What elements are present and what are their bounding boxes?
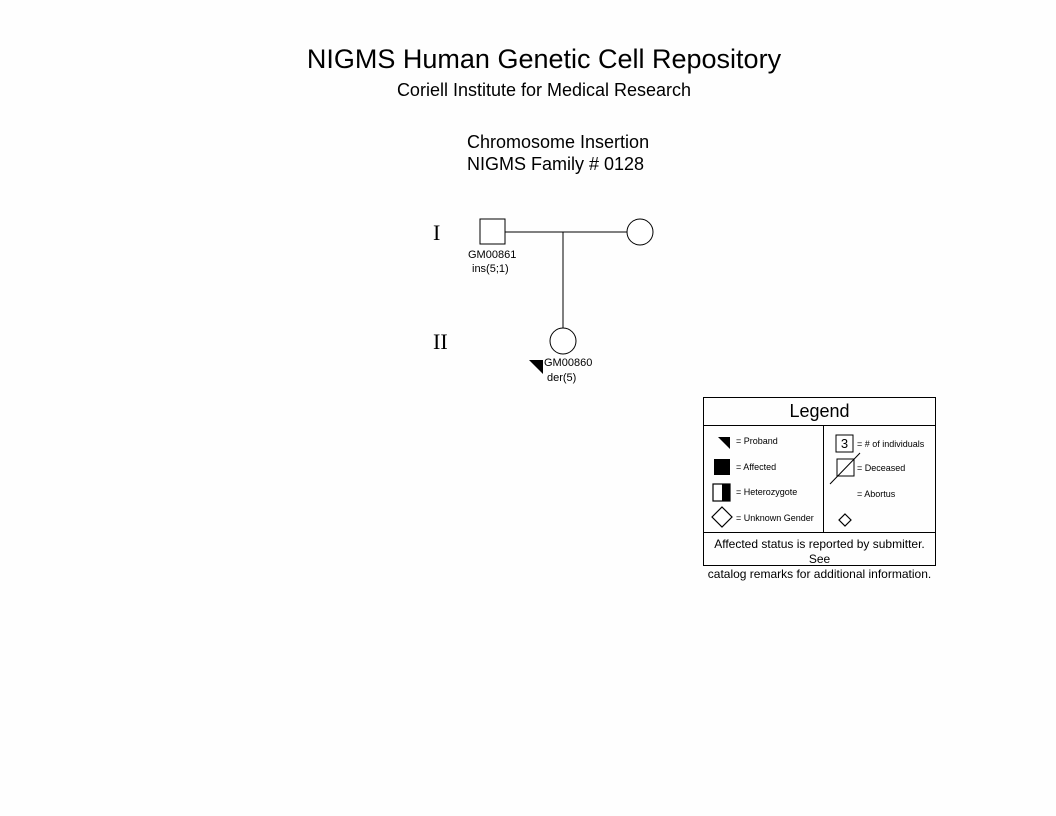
generation-label-1: I (433, 220, 440, 245)
male-individual-symbol (479, 218, 506, 245)
legend-proband-label: = Proband (736, 436, 778, 446)
heterozygote-fill (722, 484, 730, 501)
pedigree-title: Chromosome Insertion NIGMS Family # 0128 (467, 131, 649, 175)
legend-note-line1: Affected status is reported by submitter… (714, 537, 925, 566)
abortus-icon (838, 513, 852, 527)
legend-abortus-label: = Abortus (857, 489, 896, 499)
female-proband-symbol (549, 327, 577, 355)
legend-heterozygote-label: = Heterozygote (736, 487, 798, 497)
pedigree-title-line2: NIGMS Family # 0128 (467, 154, 645, 174)
legend-count-label: = # of individuals (857, 439, 925, 449)
individual-karyotype-gm00860: der(5) (547, 372, 576, 384)
count-example: 3 (841, 436, 848, 451)
individual-karyotype-gm00861: ins(5;1) (472, 263, 509, 275)
count-icon (835, 434, 854, 453)
legend-deceased-label: = Deceased (857, 463, 906, 473)
individual-id-gm00861: GM00861 (468, 249, 516, 261)
legend-title: Legend (704, 398, 935, 426)
legend-symbols: 3 (711, 434, 861, 528)
deceased-slash (829, 452, 861, 485)
legend-note-line2: catalog remarks for additional informati… (707, 567, 932, 581)
proband-arrow-icon (529, 360, 543, 374)
legend-affected-label: = Affected (736, 462, 777, 472)
unknown-gender-icon (711, 506, 733, 528)
page-title: NIGMS Human Genetic Cell Repository (306, 44, 782, 74)
female-individual-symbol (626, 218, 654, 246)
affected-icon (714, 459, 730, 475)
legend-unknown-gender-label: = Unknown Gender (736, 513, 814, 523)
individual-id-gm00860: GM00860 (544, 357, 592, 369)
legend-body: 3 = Proband = Affected = Heterozygote = … (704, 426, 935, 533)
pedigree-title-line1: Chromosome Insertion (467, 132, 650, 152)
generation-label-2: II (433, 329, 448, 354)
proband-icon (718, 437, 730, 449)
page-subtitle: Coriell Institute for Medical Research (396, 80, 692, 100)
legend-box: Legend 3 = Proband = Affected = Heterozy… (703, 397, 936, 581)
legend-divider (823, 426, 824, 532)
legend-note: Affected status is reported by submitter… (704, 533, 935, 582)
